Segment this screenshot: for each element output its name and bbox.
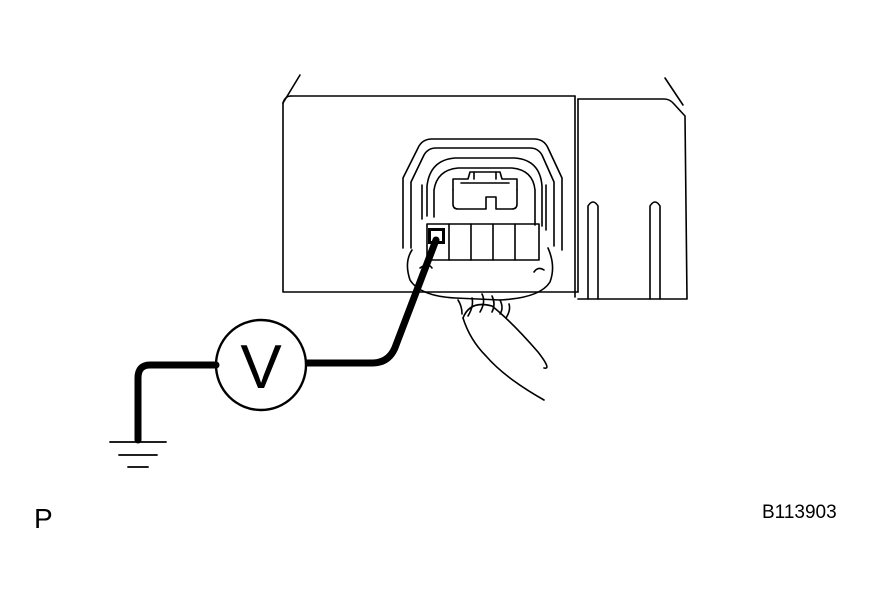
voltmeter-symbol: V	[240, 333, 282, 402]
corner-letter-label: P	[34, 503, 53, 534]
wire-harness	[457, 293, 548, 401]
figure-id-label: B113903	[762, 502, 837, 523]
ground-lead	[134, 361, 220, 444]
connector-shell	[402, 138, 563, 301]
module-housing	[282, 74, 688, 300]
voltmeter-icon: V	[214, 318, 308, 412]
test-probe	[302, 228, 445, 367]
ground-symbol-icon	[109, 441, 167, 468]
